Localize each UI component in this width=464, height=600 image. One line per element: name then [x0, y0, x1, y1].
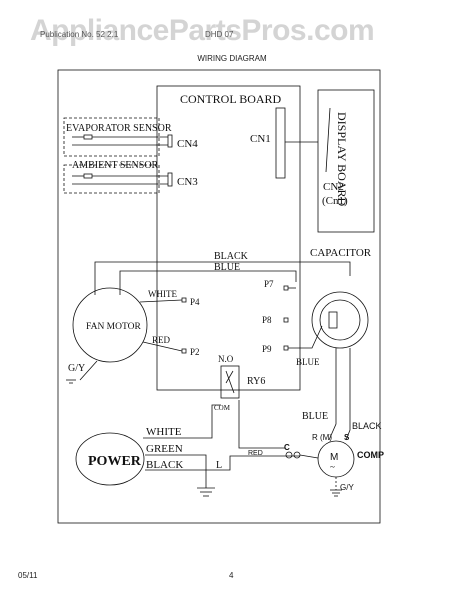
red-comp-wire-label: RED	[248, 450, 263, 457]
fan-motor-label: FAN MOTOR	[86, 322, 141, 332]
diagram-frame	[57, 69, 381, 524]
footer-page-number: 4	[229, 571, 234, 580]
evaporator-sensor-label: EVAPORATOR SENSOR	[66, 123, 172, 134]
blue-cap-wire-label: BLUE	[296, 357, 320, 367]
relay-ry6	[220, 365, 240, 399]
com-label: COM	[214, 404, 231, 412]
fan-motor-circle	[72, 287, 148, 363]
l-label: L	[216, 460, 222, 471]
ambient-sensor-label: AMBIENT SENSOR	[72, 160, 159, 171]
cn1-label: CN1	[250, 133, 271, 145]
cn1-connector	[275, 107, 286, 179]
gy-comp-ground-label: G/Y	[340, 483, 354, 492]
p2-label: P2	[190, 347, 200, 357]
p7-label: P7	[264, 279, 274, 289]
ambient-sensor-box	[63, 164, 160, 194]
cn4-label: CN4	[177, 138, 198, 150]
evaporator-sensor-box	[63, 117, 160, 157]
control-board-box	[156, 85, 301, 391]
header-publication: Publication No. 52 2.1	[40, 30, 119, 39]
c-terminal-label: C	[284, 443, 290, 452]
black-wire-top-label: BLACK	[214, 251, 249, 262]
capacitor-circle	[311, 291, 369, 349]
watermark: AppliancePartsPros.com	[30, 14, 375, 47]
p9-label: P9	[262, 344, 272, 354]
display-board-box	[317, 89, 375, 233]
p8-label: P8	[262, 315, 272, 325]
control-board-label: CONTROL BOARD	[180, 92, 282, 106]
page-title: WIRING DIAGRAM	[197, 54, 267, 63]
footer-date: 05/11	[18, 571, 38, 580]
s-terminal-label: S	[344, 433, 350, 442]
cn2-label: CN2	[323, 181, 344, 193]
capacitor-label: CAPACITOR	[310, 247, 372, 259]
white-fan-wire-label: WHITE	[148, 289, 177, 299]
gy-fan-ground-label: G/Y	[68, 363, 85, 374]
ry6-label: RY6	[247, 376, 265, 387]
display-board-label: DISPLAY BOARD	[335, 112, 349, 206]
r-m-terminal-label: R (M)	[312, 433, 332, 442]
comp-label: COMP	[357, 450, 384, 460]
no-label: N.O	[218, 354, 234, 364]
green-power-wire-label: GREEN	[146, 443, 183, 455]
motor-m-label: M	[330, 452, 338, 463]
black-power-wire-label: BLACK	[146, 459, 183, 471]
black-comp-wire-label: BLACK	[352, 421, 382, 431]
cn2-alt-label: (Cn1)	[322, 195, 348, 207]
blue-wire-top-label: BLUE	[214, 262, 240, 273]
power-label: POWER	[88, 454, 142, 469]
blue-comp-wire-label: BLUE	[302, 411, 328, 422]
white-power-wire-label: WHITE	[146, 426, 182, 438]
cn3-label: CN3	[177, 176, 198, 188]
power-ellipse	[75, 432, 145, 486]
motor-tilde-icon: ~	[330, 462, 335, 472]
red-fan-wire-label: RED	[152, 335, 171, 345]
p4-label: P4	[190, 297, 200, 307]
header-model: DHD 07	[205, 30, 234, 39]
